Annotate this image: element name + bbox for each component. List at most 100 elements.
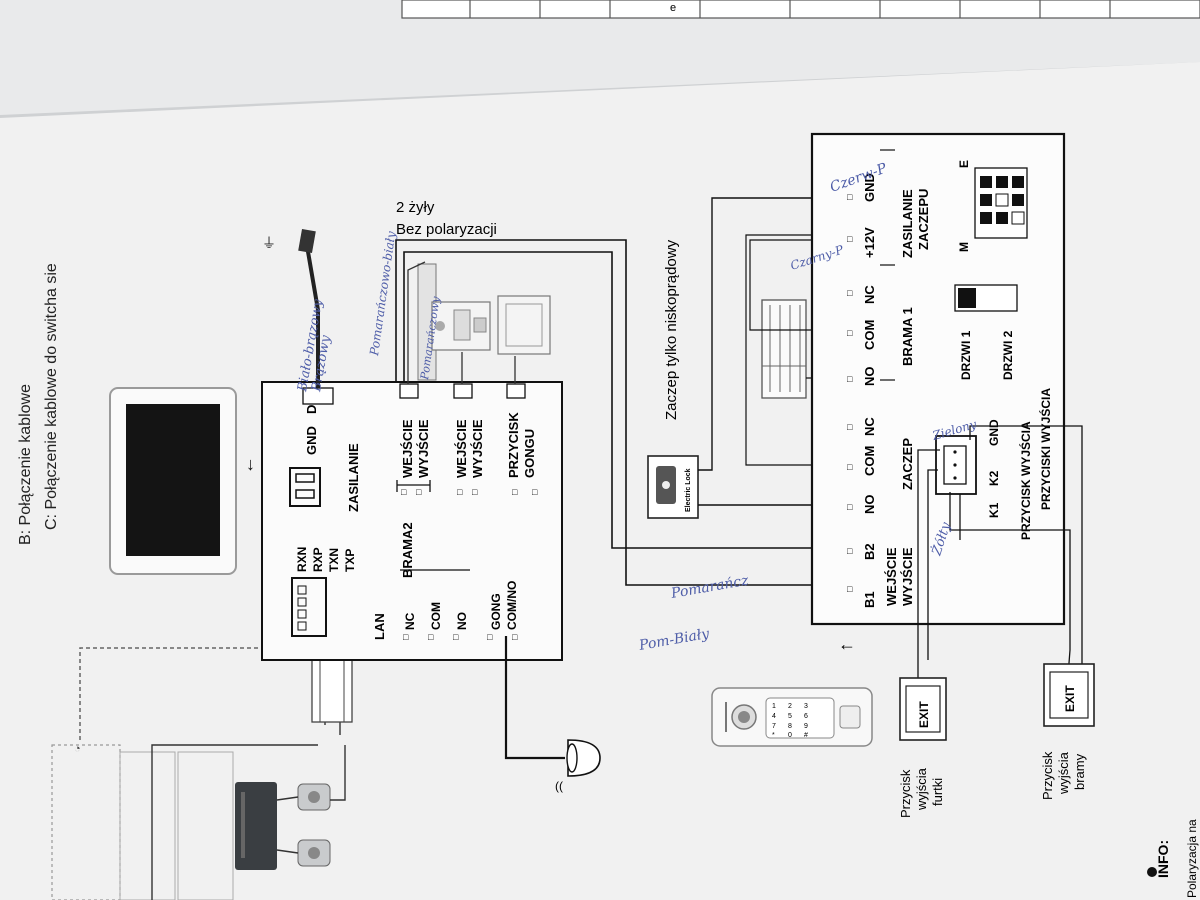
lan-pin-2: RXP xyxy=(311,547,325,572)
top-right-fragment: e xyxy=(670,2,676,14)
exit-gnd: GND xyxy=(987,419,1001,446)
dip-e: E xyxy=(957,160,971,168)
dip-m: M xyxy=(957,242,971,252)
bell-button-line2: GONGU xyxy=(522,429,537,478)
power-gnd-label: GND xyxy=(304,426,319,455)
exit-button-wicket: EXIT Przycisk wyjścia furtki xyxy=(898,677,947,818)
camera-icon xyxy=(308,791,320,803)
exit-k1: K1 xyxy=(987,502,1001,518)
lock-no: NO xyxy=(862,495,877,515)
gate1-no: NO xyxy=(862,367,877,387)
svg-text:□: □ xyxy=(512,487,518,497)
controller-in: WEJŚCIE xyxy=(884,547,899,606)
exit-label-wrapped: PRZYCISKI WYJŚCIA xyxy=(1038,388,1053,510)
monitor-terminal-block: GND DC+ ZASILANIE ⏚ □ □ WEJŚCIE WYJŚCIE … xyxy=(261,228,563,661)
svg-text:((: (( xyxy=(555,779,563,793)
exit-button-gate: EXIT Przycisk wyjścia bramy xyxy=(1040,663,1095,800)
key-hash: # xyxy=(804,732,808,739)
key-star: * xyxy=(772,732,775,739)
b2-terminal: B2 xyxy=(862,543,877,560)
svg-text:□: □ xyxy=(847,192,853,202)
gate2-label: BRAMA2 xyxy=(400,522,415,578)
network-area: ◔ ◔ xyxy=(51,640,353,900)
door2-label: DRZWI 2 xyxy=(1001,330,1015,380)
lock-label: ZACZEP xyxy=(900,438,915,490)
svg-text:□: □ xyxy=(847,328,853,338)
door1-label: DRZWI 1 xyxy=(959,330,973,380)
lock-power-label-2: ZACZEPU xyxy=(916,189,931,250)
gate1-nc: NC xyxy=(862,285,877,304)
svg-text:□: □ xyxy=(472,487,478,497)
svg-text:□: □ xyxy=(847,462,853,472)
key-2: 2 xyxy=(788,703,792,710)
low-current-lock-label: Zaczep tylko niskoprądowy xyxy=(663,239,680,420)
svg-text:□: □ xyxy=(847,422,853,432)
svg-text:□: □ xyxy=(401,487,407,497)
controller-board: □ □ B1 B2 WEJŚCIE WYJŚCIE □ □ □ NO COM N… xyxy=(810,132,1066,626)
lock-power-12v: +12V xyxy=(862,227,877,258)
key-7: 7 xyxy=(772,723,776,730)
controller-out: WYJŚCIE xyxy=(900,547,915,606)
arrow-icon: ↓ xyxy=(246,454,255,474)
network-switch-icon xyxy=(235,782,277,870)
svg-text:□: □ xyxy=(847,584,853,594)
lan-label: LAN xyxy=(372,613,387,640)
svg-text:□: □ xyxy=(457,487,463,497)
power-label: ZASILANIE xyxy=(346,443,361,512)
exit-k2: K2 xyxy=(987,470,1001,486)
gate-exit-line1: Przycisk xyxy=(1040,751,1055,800)
svg-text:□: □ xyxy=(453,632,459,642)
electric-lock-icon: Electric Lock xyxy=(647,455,699,519)
lan-pin-4: TXP xyxy=(343,549,357,572)
svg-text:□: □ xyxy=(512,632,518,642)
gate2-com: COM xyxy=(429,602,443,630)
gate1-label: BRAMA 1 xyxy=(900,307,915,366)
monitor-screen xyxy=(126,404,220,556)
input1-out: WYJŚCIE xyxy=(416,419,431,478)
svg-text:□: □ xyxy=(847,234,853,244)
key-6: 6 xyxy=(804,713,808,720)
wicket-line1: Przycisk xyxy=(898,769,913,818)
svg-text:□: □ xyxy=(847,374,853,384)
key-3: 3 xyxy=(804,703,808,710)
svg-text:□: □ xyxy=(487,632,493,642)
footer-cut-text: Polaryzacja na xyxy=(1185,819,1199,898)
exit-key-label: EXIT xyxy=(917,701,931,728)
gate1-com: COM xyxy=(862,320,877,350)
lock-power-label-1: ZASILANIE xyxy=(900,189,915,258)
bell-button-line1: PRZYCISK xyxy=(506,412,521,478)
lan-pin-1: RXN xyxy=(295,547,309,572)
svg-text:□: □ xyxy=(847,502,853,512)
b1-terminal: B1 xyxy=(862,591,877,608)
background-sheet xyxy=(0,0,1200,115)
exit-label: PRZYCISK WYJŚCIA xyxy=(1018,421,1033,540)
top-table-fragment xyxy=(401,0,1200,19)
input2-in: WEJŚCIE xyxy=(454,419,469,478)
key-4: 4 xyxy=(772,713,776,720)
lock-com: COM xyxy=(862,446,877,476)
plug-icon: ⏚ xyxy=(262,235,276,251)
gong-line2: COM/NO xyxy=(505,581,519,630)
bell-icon: (( xyxy=(555,739,601,793)
info-bullet-icon xyxy=(1147,867,1157,877)
monitor-device: ↓ xyxy=(109,387,255,575)
header-line-b: B: Połączenie kablowe xyxy=(17,384,34,545)
input1-in: WEJŚCIE xyxy=(400,419,415,478)
lan-pin-3: TXN xyxy=(327,548,341,572)
keypad-panel: 1 4 7 * 2 5 8 0 3 6 9 # xyxy=(711,687,873,747)
wicket-line2: wyjścia xyxy=(914,767,929,811)
key-1: 1 xyxy=(772,703,776,710)
camera-icon xyxy=(308,847,320,859)
wicket-line3: furtki xyxy=(930,778,945,806)
electric-lock-text: Electric Lock xyxy=(685,468,692,512)
input2-out: WYJŚCIE xyxy=(470,419,485,478)
exit-key-label-2: EXIT xyxy=(1063,685,1077,712)
wifi-icon: ◔ xyxy=(74,743,81,755)
outdoor-panel-small-2 xyxy=(497,295,551,355)
svg-text:□: □ xyxy=(416,487,422,497)
header-line-c: C: Połączenie kablowe do switcha sie xyxy=(43,263,60,530)
svg-text:□: □ xyxy=(532,487,538,497)
outdoor-panel-small xyxy=(417,263,491,381)
gate-icon xyxy=(761,299,807,399)
key-9: 9 xyxy=(804,723,808,730)
